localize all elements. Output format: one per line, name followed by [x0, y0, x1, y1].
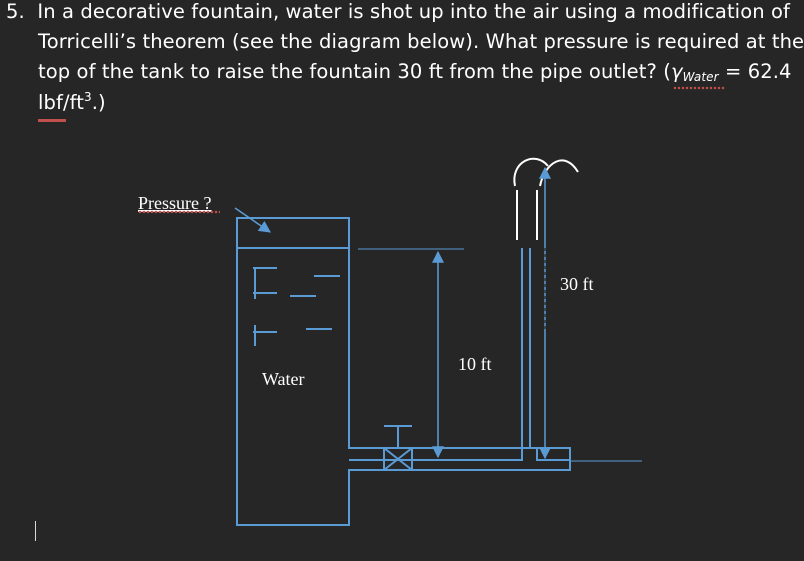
pressure-arrow — [234, 207, 271, 233]
spellcheck-underline — [673, 86, 725, 90]
question-line-3-end: = 62.4 — [718, 60, 792, 83]
question-line-4-end: .) — [91, 91, 106, 114]
text-cursor — [35, 521, 36, 541]
height-label: 10 ft — [458, 354, 492, 374]
spellcheck-bar — [38, 119, 66, 122]
question-text: 5. In a decorative fountain, water is sh… — [0, 0, 804, 130]
water-level-marks — [253, 267, 340, 346]
question-line-4: lbf/ft3.) — [38, 90, 106, 114]
question-line-2: Torricelli’s theorem (see the diagram be… — [38, 30, 804, 53]
question-line-1-text: In a decorative fountain, water is shot … — [37, 0, 790, 23]
pressure-label: Pressure ? — [138, 193, 211, 213]
question-line-3: top of the tank to raise the fountain 30… — [38, 60, 792, 84]
tank-lid — [236, 217, 350, 249]
question-line-4-text: lbf/ft — [38, 91, 84, 114]
question-line-1: 5. In a decorative fountain, water is sh… — [6, 0, 790, 23]
question-number: 5. — [6, 0, 25, 23]
outlet-pipe — [536, 448, 570, 461]
water-label: Water — [262, 369, 305, 389]
tank-outline — [236, 248, 571, 526]
gamma-subscript: Water — [682, 70, 719, 84]
pressure-spellcheck — [138, 210, 220, 214]
valve-icon — [383, 425, 413, 471]
pipe-inner-wall — [349, 248, 523, 461]
fountain-height-label: 30 ft — [560, 274, 594, 294]
units-superscript: 3 — [84, 90, 92, 104]
gamma-symbol: γ — [670, 60, 683, 83]
question-line-3-text: top of the tank to raise the fountain 30… — [38, 60, 671, 83]
fountain-spray — [513, 157, 579, 240]
